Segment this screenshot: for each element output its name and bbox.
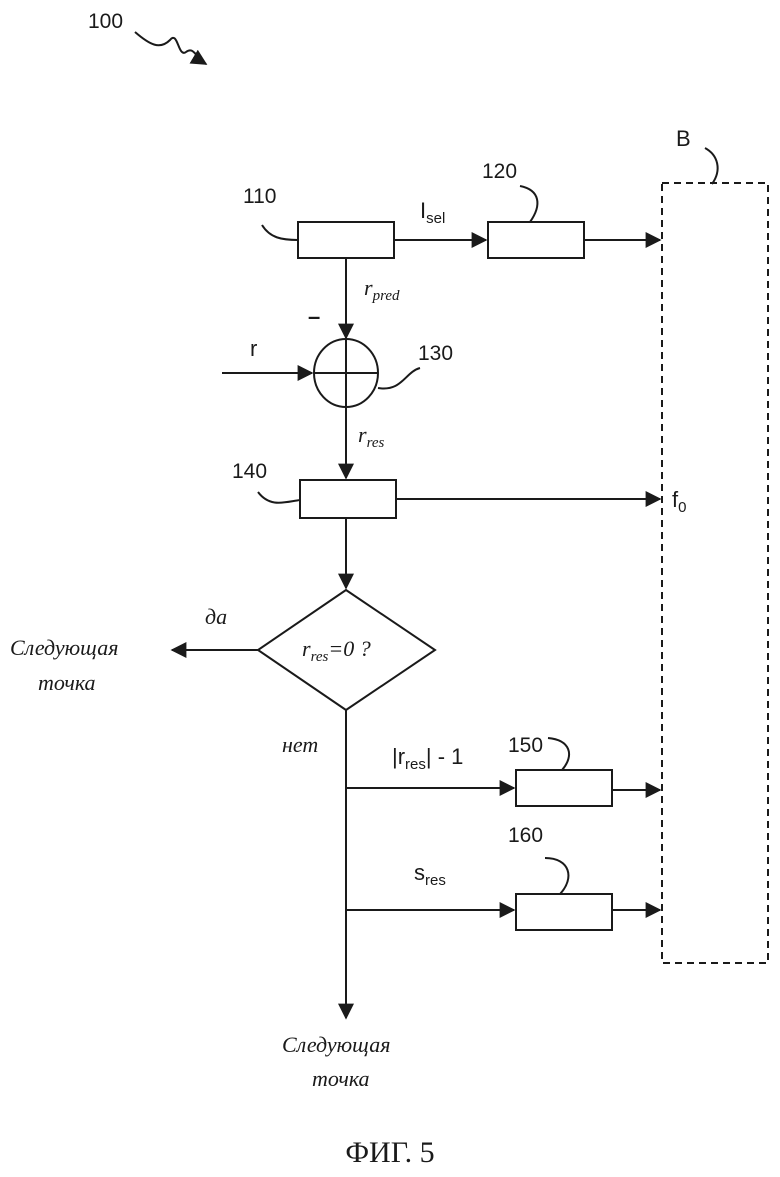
adder-130-leader: [378, 368, 420, 389]
bitstream-label-b: B: [676, 126, 691, 151]
block-110: [298, 222, 394, 258]
label-abs-r-res: |rres| - 1: [392, 744, 463, 773]
label-f0: f0: [672, 487, 686, 516]
next-point-left-line1: Следующая: [10, 635, 119, 660]
block-140-label: 140: [232, 460, 267, 483]
adder-130-label: 130: [418, 342, 453, 365]
block-110-leader: [262, 225, 298, 240]
block-150-label: 150: [508, 734, 543, 757]
block-160: [516, 894, 612, 930]
bitstream-box-b: [662, 183, 768, 963]
block-120: [488, 222, 584, 258]
label-r-input: r: [250, 336, 257, 361]
label-r-pred: rpred: [364, 275, 400, 304]
label-minus: –: [308, 304, 320, 329]
figure-caption: ФИГ. 5: [345, 1136, 434, 1169]
block-160-label: 160: [508, 824, 543, 847]
block-160-leader: [545, 858, 568, 894]
block-150-leader: [548, 738, 569, 770]
next-point-bottom-line1: Следующая: [282, 1032, 391, 1057]
block-120-leader: [520, 186, 537, 222]
label-i-sel: Isel: [420, 198, 445, 227]
block-150: [516, 770, 612, 806]
block-140: [300, 480, 396, 518]
label-no: нет: [282, 732, 318, 757]
block-140-leader: [258, 492, 300, 503]
next-point-bottom-line2: точка: [312, 1066, 370, 1091]
label-r-res: rres: [358, 422, 385, 451]
ref-100-squiggle: [135, 32, 206, 64]
label-yes: да: [205, 604, 227, 629]
b-leader-line: [705, 148, 718, 184]
label-s-res: sres: [414, 860, 446, 889]
block-120-label: 120: [482, 160, 517, 183]
next-point-left-line2: точка: [38, 670, 96, 695]
figure-ref-100: 100: [88, 10, 123, 33]
block-110-label: 110: [243, 185, 276, 208]
